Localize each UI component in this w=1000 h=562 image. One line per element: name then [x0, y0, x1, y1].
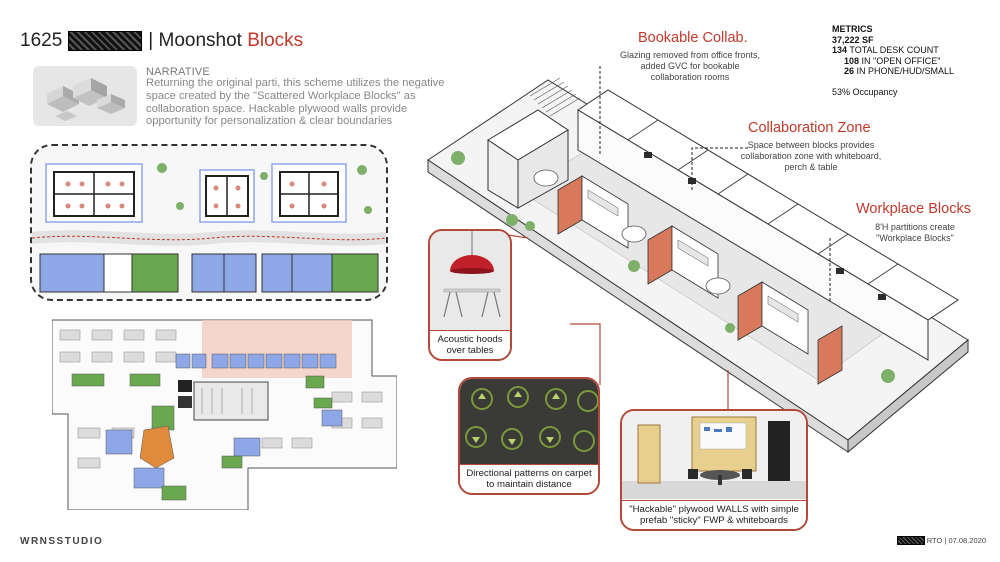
bookable-collab-text: Glazing removed from office fronts, adde… [620, 50, 760, 82]
full-floor-plan [51, 318, 398, 511]
footer-meta: RTO | 07.08.2020 [896, 536, 986, 545]
footer-meta-text: RTO | 07.08.2020 [926, 536, 986, 545]
acoustic-hoods-caption: Acoustic hoods over tables [430, 330, 510, 359]
metric-phone-value: 26 [844, 66, 855, 76]
isometric-axonometric [418, 40, 978, 530]
acoustic-hood-image [430, 231, 510, 331]
collaboration-zone-title: Collaboration Zone [748, 120, 871, 136]
metric-occupancy: 53% Occupancy [832, 86, 898, 97]
metrics-heading: METRICS [832, 24, 873, 34]
enlarged-block-plan [30, 144, 388, 301]
carpet-patterns-caption: Directional patterns on carpet to mainta… [460, 464, 598, 493]
metric-sf-label: SF [862, 34, 874, 45]
massing-model-image [33, 66, 137, 126]
narrative-body: Returning the original parti, this schem… [146, 77, 445, 128]
bookable-collab-title: Bookable Collab. [638, 30, 748, 46]
collaboration-zone-text: Space between blocks provides collaborat… [740, 140, 882, 172]
carpet-pattern-image [460, 379, 598, 465]
hackable-walls-card: "Hackable" plywood WALLS with simple pre… [620, 409, 808, 531]
metric-open-value: 108 [844, 55, 860, 66]
narrative-heading: NARRATIVE [146, 66, 210, 78]
title-accent: Blocks [247, 30, 304, 51]
project-number: 1625 [20, 30, 63, 51]
acoustic-hoods-card: Acoustic hoods over tables [428, 229, 512, 361]
page-title: 1625 | Moonshot Blocks [20, 30, 303, 52]
metric-desk-value: 134 [832, 45, 848, 55]
redacted-mark [896, 536, 925, 545]
workplace-blocks-title: Workplace Blocks [856, 201, 971, 217]
metric-desk-label: TOTAL DESK COUNT [849, 45, 939, 55]
metric-sf-value: 37,222 [832, 34, 860, 45]
wrns-studio-logo: WRNSSTUDIO [20, 536, 104, 547]
metric-phone-label: IN PHONE/HUD/SMALL [856, 66, 955, 76]
title-prefix: | Moonshot [148, 30, 242, 51]
metrics-panel: METRICS 37,222 SF 134 TOTAL DESK COUNT 1… [832, 24, 954, 97]
hackable-walls-caption: "Hackable" plywood WALLS with simple pre… [622, 500, 806, 529]
redacted-name [68, 31, 143, 51]
hackable-walls-image [622, 411, 806, 499]
metric-open-label: IN "OPEN OFFICE" [861, 55, 941, 66]
carpet-patterns-card: Directional patterns on carpet to mainta… [458, 377, 600, 495]
workplace-blocks-text: 8'H partitions create "Workplace Blocks" [875, 222, 955, 243]
